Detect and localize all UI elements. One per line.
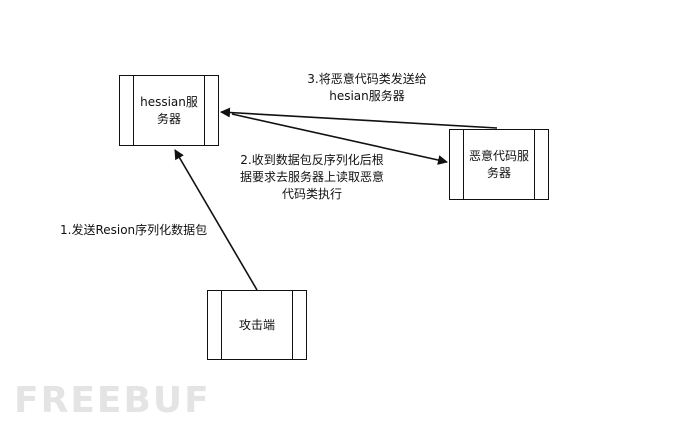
malicious-server-label: 恶意代码服 务器 [468,148,529,180]
node-left-bar [133,76,134,145]
attacker-node: 攻击端 [207,290,307,360]
step1-label: 1.发送Resion序列化数据包 [60,223,208,237]
edge-step2-arrow [231,113,448,165]
node-left-bar [221,291,222,359]
hessian-server-node: hessian服 务器 [119,75,219,146]
edge-step1-arrow [174,149,258,291]
attacker-label: 攻击端 [238,317,275,332]
node-right-bar [534,130,535,199]
step2-label: 2.收到数据包反序列化后根 据要求去服务器上读取恶意 代码类执行 [239,153,384,201]
node-right-bar [204,76,205,145]
edge-step3-arrow [220,107,498,129]
node-right-bar [292,291,293,359]
malicious-server-node: 恶意代码服 务器 [449,129,549,200]
watermark-logo: FREEBUF [14,380,211,421]
hessian-server-label: hessian服 务器 [140,94,198,126]
node-left-bar [463,130,464,199]
step3-label: 3.将恶意代码类发送给 hesian服务器 [307,72,427,103]
